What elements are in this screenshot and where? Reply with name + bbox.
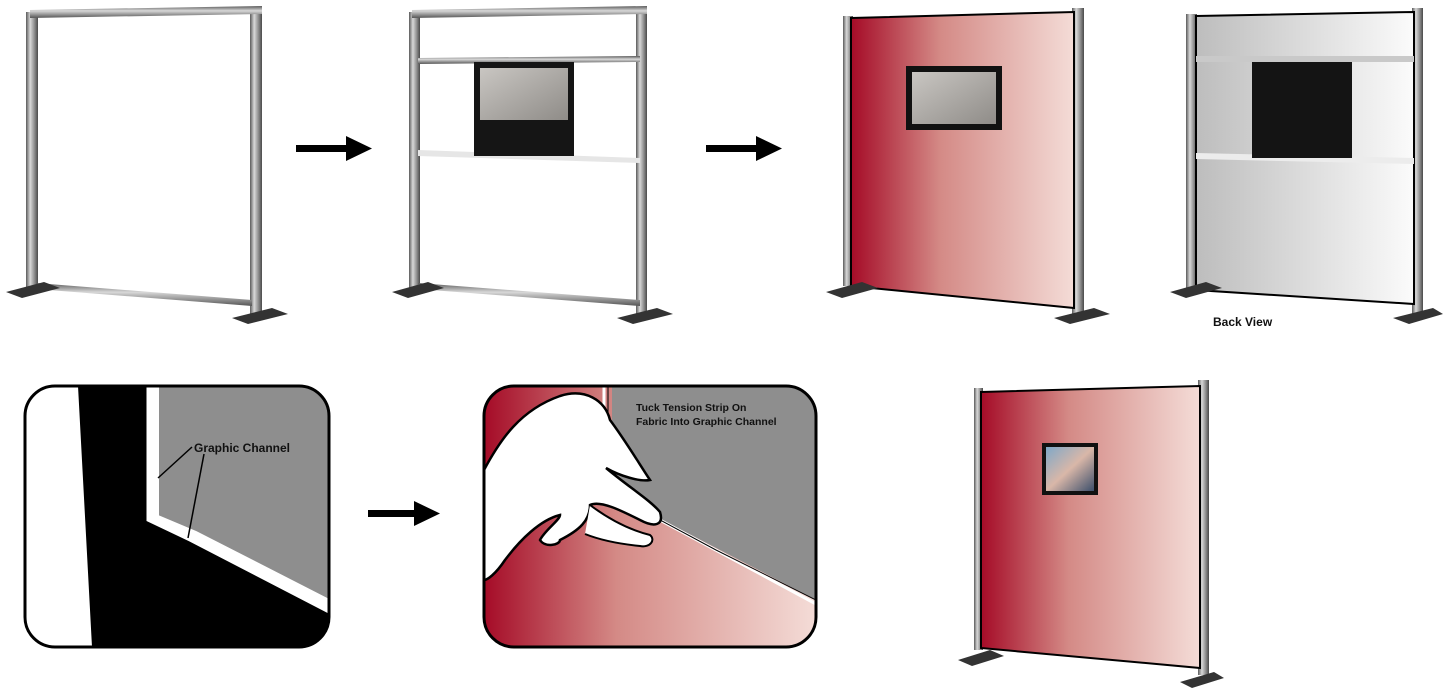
- tuck-detail: Tuck Tension Strip On Fabric Into Graphi…: [482, 384, 818, 649]
- arrow-1: [296, 136, 372, 161]
- frame-top-rail: [30, 6, 262, 18]
- crossbar-upper: [418, 56, 640, 64]
- monitor-screen: [480, 68, 568, 120]
- foot-left: [6, 282, 60, 298]
- monitor-back: [1252, 62, 1352, 158]
- channel-detail: Graphic Channel: [23, 384, 331, 649]
- frame-post-right: [250, 8, 262, 316]
- tuck-instruction-line1: Tuck Tension Strip On: [636, 402, 746, 414]
- frame-post-left: [26, 12, 38, 288]
- frame-bottom-rail: [36, 283, 252, 306]
- leader-line-1: [157, 446, 193, 479]
- monitor-image: [1046, 447, 1094, 491]
- arrow-3: [368, 501, 440, 526]
- graphic-panel-front: [850, 10, 1075, 310]
- monitor-screen-front: [912, 72, 996, 124]
- leader-line-2: [187, 453, 205, 539]
- frame-with-front-graphic: [826, 8, 1110, 324]
- foot-right: [232, 308, 288, 324]
- empty-frame: [6, 6, 288, 324]
- arrow-2: [706, 136, 782, 161]
- tuck-gray-area: [612, 386, 816, 600]
- back-view-label: Back View: [1213, 315, 1273, 329]
- graphic-channel-label: Graphic Channel: [194, 441, 290, 455]
- crossbar-lower: [418, 150, 640, 163]
- finished-display: [958, 380, 1224, 688]
- hand-icon: [484, 392, 663, 582]
- frame-back-view: Back View: [1170, 8, 1443, 329]
- tuck-instruction-line2: Fabric Into Graphic Channel: [636, 416, 777, 428]
- frame-with-monitor: [392, 6, 673, 324]
- graphic-panel-finished: [980, 384, 1201, 670]
- channel-gray-area: [158, 386, 329, 600]
